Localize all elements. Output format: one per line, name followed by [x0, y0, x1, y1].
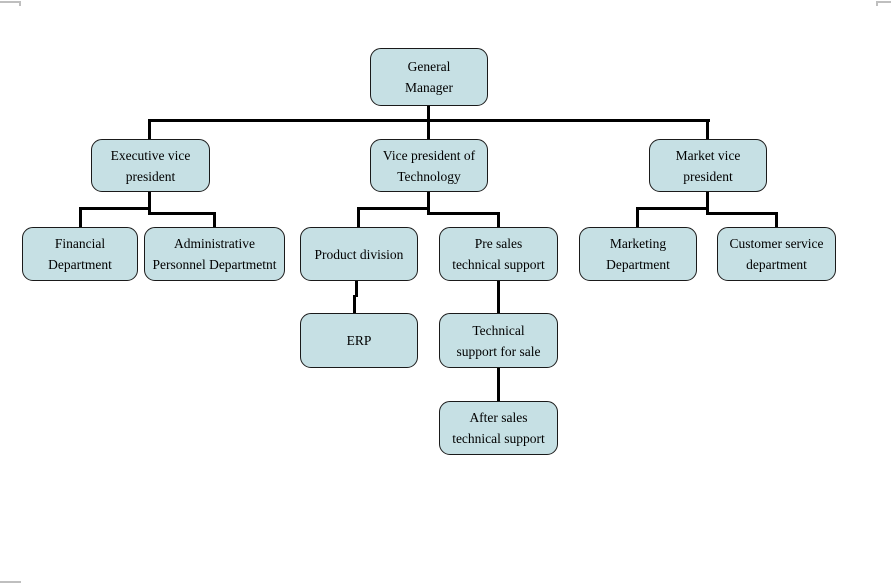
- node-label: Product division: [314, 246, 404, 262]
- node-label: Department: [48, 257, 112, 272]
- node-label: Market vice: [675, 147, 741, 163]
- node-label: president: [125, 168, 176, 184]
- text-boundary-mark-top-right: [876, 1, 891, 3]
- node-label: Technical: [472, 322, 525, 338]
- connector-drop-market-vp: [706, 119, 709, 140]
- org-node-financial-department[interactable]: Financial Department: [22, 227, 138, 281]
- org-node-technical-support-for-sale[interactable]: Technical support for sale: [439, 313, 558, 368]
- connector-mvp-vertical: [706, 190, 709, 215]
- node-label: Personnel Departmetnt: [152, 257, 277, 272]
- org-node-pre-sales-technical-support[interactable]: Pre sales technical support: [439, 227, 558, 281]
- node-label: support for sale: [456, 343, 541, 359]
- node-label: Department: [606, 257, 670, 272]
- node-label: president: [683, 168, 733, 184]
- connector-drop-executive-vp: [148, 119, 151, 140]
- node-label: Manager: [405, 80, 453, 95]
- connector-product-division-to-erp-lower: [353, 295, 356, 314]
- node-label: Vice president of: [382, 147, 476, 163]
- connector-mvp-right-drop: [775, 212, 778, 228]
- connector-drop-vp-technology: [427, 119, 430, 140]
- node-label: General: [407, 59, 451, 74]
- node-label: Pre sales: [474, 236, 523, 251]
- text-boundary-mark-top-left: [0, 1, 21, 3]
- node-label: Customer service: [729, 236, 824, 251]
- connector-evp-vertical: [148, 190, 151, 215]
- connector-presales-to-technical-support: [497, 281, 500, 314]
- connector-evp-right-bar: [148, 212, 216, 215]
- node-label: After sales: [469, 410, 528, 425]
- org-node-after-sales-technical-support[interactable]: After sales technical support: [439, 401, 558, 455]
- text-boundary-mark-top-left-tick: [19, 1, 21, 6]
- connector-gm-vertical: [427, 104, 430, 122]
- connector-evp-left-bar: [79, 207, 151, 210]
- org-node-market-vice-president[interactable]: Market vice president: [649, 139, 767, 192]
- connector-product-division-to-erp-upper: [355, 281, 358, 297]
- org-node-product-division[interactable]: Product division: [300, 227, 418, 281]
- org-node-executive-vice-president[interactable]: Executive vice president: [91, 139, 210, 192]
- connector-vpt-vertical: [427, 190, 430, 215]
- connector-mvp-left-bar: [636, 207, 709, 210]
- connector-vpt-left-drop: [357, 207, 360, 228]
- connector-evp-right-drop: [213, 212, 216, 228]
- node-label: Financial: [54, 236, 106, 251]
- node-label: department: [746, 257, 807, 272]
- connector-vpt-right-bar: [427, 212, 500, 215]
- connector-mvp-left-drop: [636, 207, 639, 228]
- node-label: technical support: [452, 257, 545, 272]
- org-node-erp[interactable]: ERP: [300, 313, 418, 368]
- connector-evp-left-drop: [79, 207, 82, 228]
- org-node-administrative-personnel-department[interactable]: Administrative Personnel Departmetnt: [144, 227, 285, 281]
- connector-vpt-right-drop: [497, 212, 500, 228]
- org-node-customer-service-department[interactable]: Customer service department: [717, 227, 836, 281]
- text-boundary-mark-top-right-tick: [876, 1, 878, 6]
- node-label: Administrative: [174, 236, 255, 251]
- node-label: Marketing: [609, 236, 667, 251]
- node-label: ERP: [346, 333, 372, 348]
- org-node-marketing-department[interactable]: Marketing Department: [579, 227, 697, 281]
- node-label: Executive vice: [110, 147, 191, 163]
- org-node-general-manager[interactable]: General Manager: [370, 48, 488, 106]
- text-boundary-mark-bottom-left: [0, 581, 21, 583]
- connector-technical-support-to-after-sales: [497, 367, 500, 402]
- node-label: technical support: [452, 431, 545, 446]
- org-node-vice-president-of-technology[interactable]: Vice president of Technology: [370, 139, 488, 192]
- connector-vpt-left-bar: [357, 207, 430, 210]
- node-label: Technology: [397, 168, 461, 184]
- connector-mvp-right-bar: [706, 212, 778, 215]
